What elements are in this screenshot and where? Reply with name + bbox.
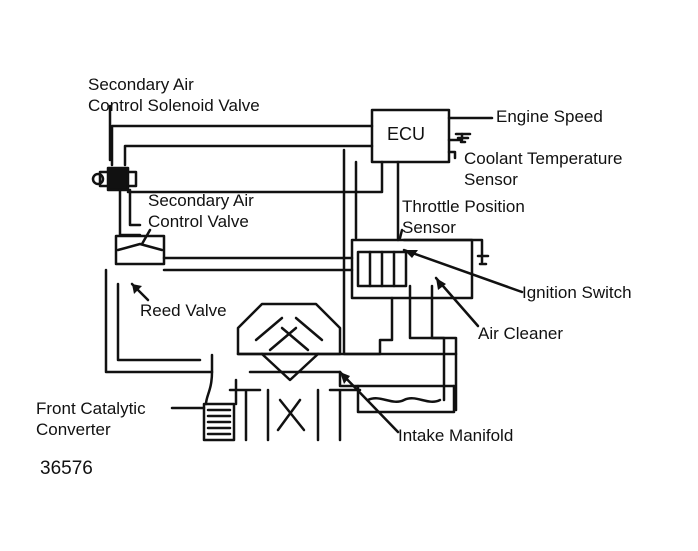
figure-number: 36576 [40,458,93,479]
label-secondary-air-solenoid-line1: Secondary Air [88,75,194,94]
fuel-level [366,397,442,403]
label-coolant-temp-line2: Sensor [464,170,518,189]
catalytic-converter [202,402,236,442]
label-throttle-position-line2: Sensor [402,218,456,237]
fuse-symbol [476,254,490,266]
label-coolant-temp-line1: Coolant Temperature [464,149,623,168]
engine-block [228,388,362,442]
wire-coolant [447,132,464,142]
solenoid-port [91,172,105,186]
ignition-switch-wire [402,238,484,264]
label-secondary-air-valve-line1: Secondary Air [148,191,254,210]
air-cleaner-housing [408,284,446,402]
secondary-air-control-valve [114,234,166,266]
label-reed-valve: Reed Valve [140,301,227,320]
air-pipe-left-inner [116,282,202,362]
wire-ecu-down [126,160,384,194]
ground-symbol [454,132,472,144]
cylinder-head [236,302,342,356]
label-intake-manifold: Intake Manifold [398,426,514,445]
valve-left [254,316,298,352]
label-front-catalytic-line2: Converter [36,420,111,439]
label-secondary-air-valve-line2: Control Valve [148,212,249,231]
label-front-catalytic-line1: Front Catalytic [36,399,146,418]
leader-intake-manifold [338,370,400,434]
arrow-intake-manifold [340,372,350,384]
combustion-chamber [260,352,320,382]
label-throttle-position-line1: Throttle Position [402,197,525,216]
ecu-box [370,108,451,164]
arrow-ignition-switch [404,250,418,258]
intake-pipe-outer [342,148,394,356]
label-engine-speed: Engine Speed [496,107,603,126]
wire-ecu-to-solenoid-top [110,124,374,167]
ecu-label: ECU [387,124,426,144]
solenoid-core [106,166,130,192]
arrow-air-cleaner [436,278,446,290]
control-valve-diaphragm [116,242,164,252]
leader-throttle-position [398,228,404,240]
vacuum-hose-lower [128,188,142,227]
piston-rod [276,398,306,432]
arrow-reed-valve [132,284,142,294]
cylinder-walls [266,388,320,442]
label-ignition-switch: Ignition Switch [522,283,632,302]
wire-ecu-to-solenoid-inner [123,144,374,167]
label-secondary-air-solenoid-line2: Control Solenoid Valve [88,96,260,115]
leader-ignition-switch [402,248,524,294]
exhaust-pipe [204,370,238,406]
label-air-cleaner: Air Cleaner [478,324,564,343]
catalytic-converter-hatch [206,408,232,436]
throttle-body-detail [368,250,396,288]
intake-manifold [236,352,458,388]
intake-manifold-plenum [356,384,456,414]
air-cleaner-outlet [430,284,458,412]
air-pipe-left-down [104,268,214,374]
air-pipe-top [162,256,354,272]
leader-secondary-air-valve [140,228,152,246]
valve-right [280,316,324,352]
wire-coolant-sensor [447,150,457,160]
